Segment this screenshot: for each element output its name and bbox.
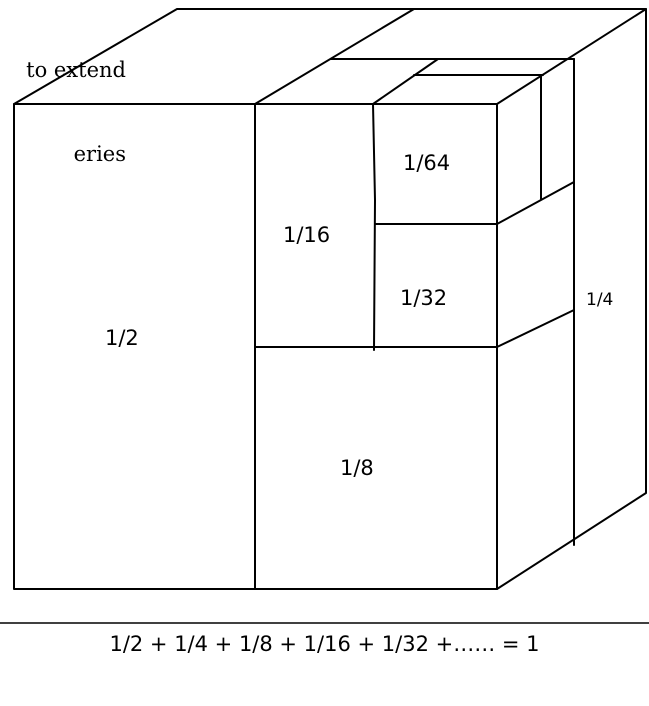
label-quarter: 1/4 (586, 290, 613, 310)
top-caption-line-1: to extend (26, 58, 126, 82)
top-caption-line-2: eries (73, 142, 126, 166)
cube-top-face (13, 8, 647, 105)
right-divider-32 (496, 181, 575, 225)
top-divider-3 (372, 58, 439, 105)
cube-right-face (496, 8, 647, 590)
top-caption: to extend eries (0, 0, 126, 196)
label-eighth: 1/8 (340, 456, 374, 480)
label-thirty-second: 1/32 (400, 286, 447, 310)
divider-sixteenth (372, 103, 376, 351)
series-formula: 1/2 + 1/4 + 1/8 + 1/16 + 1/32 +…… = 1 (109, 632, 540, 656)
label-half: 1/2 (105, 326, 139, 350)
top-divider-1 (254, 8, 415, 105)
label-sixty-fourth: 1/64 (403, 151, 450, 175)
right-divider-8 (496, 309, 575, 348)
label-sixteenth: 1/16 (283, 223, 330, 247)
